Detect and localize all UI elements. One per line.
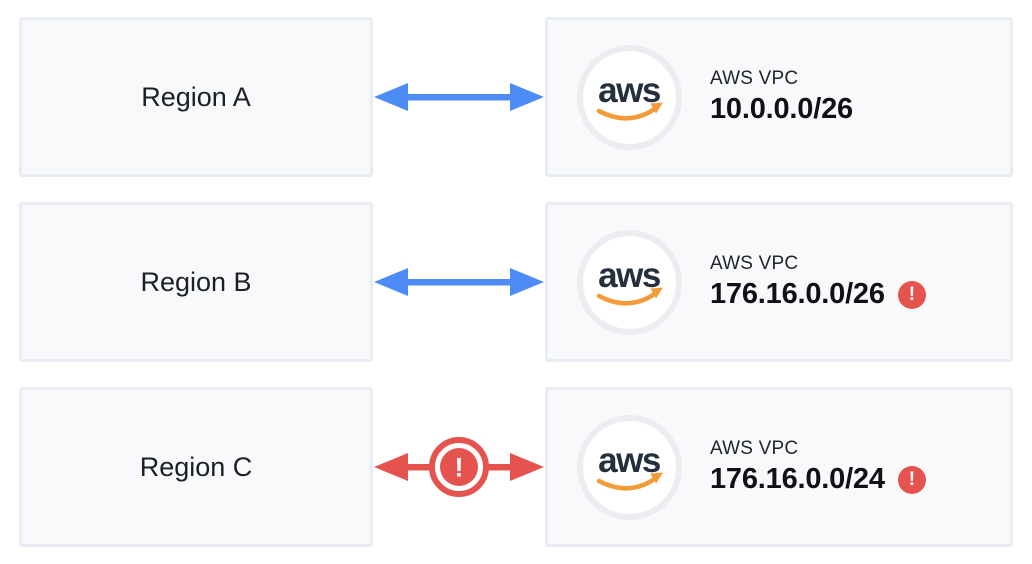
vpc-b-title: AWS VPC bbox=[710, 253, 799, 274]
vpc-a-cidr: 10.0.0.0/26 bbox=[710, 93, 853, 125]
vpc-c-title: AWS VPC bbox=[710, 438, 799, 459]
cidr-warning-icon: ! bbox=[897, 465, 926, 494]
aws-logo-icon: aws bbox=[577, 414, 682, 520]
peering-link-a bbox=[373, 17, 545, 177]
double-arrow-icon bbox=[374, 268, 544, 296]
vpc-b-text: AWS VPC 176.16.0.0/26 ! bbox=[710, 253, 926, 311]
peering-link-c-conflict: ! bbox=[373, 387, 545, 547]
region-b-box: Region B bbox=[19, 202, 373, 362]
vpc-b-cidr: 176.16.0.0/26 ! bbox=[710, 278, 926, 311]
row-region-c: Region C ! aws AWS VPC bbox=[19, 387, 1013, 547]
double-arrow-icon bbox=[374, 83, 544, 111]
cidr-warning-icon: ! bbox=[897, 280, 926, 309]
region-a-box: Region A bbox=[19, 17, 373, 177]
aws-logo-icon: aws bbox=[577, 44, 682, 150]
region-c-label: Region C bbox=[139, 451, 253, 482]
peering-link-b bbox=[373, 202, 545, 362]
region-c-box: Region C bbox=[19, 387, 373, 547]
vpc-c-cidr: 176.16.0.0/24 ! bbox=[710, 463, 926, 496]
vpc-c-box: aws AWS VPC 176.16.0.0/24 ! bbox=[545, 387, 1013, 547]
row-region-a: Region A aws AWS VPC 10.0.0.0/26 bbox=[19, 17, 1013, 177]
vpc-b-box: aws AWS VPC 176.16.0.0/26 ! bbox=[545, 202, 1013, 362]
vpc-a-title: AWS VPC bbox=[710, 68, 799, 89]
vpc-a-text: AWS VPC 10.0.0.0/26 bbox=[710, 68, 853, 126]
vpc-a-box: aws AWS VPC 10.0.0.0/26 bbox=[545, 17, 1013, 177]
aws-logo-icon: aws bbox=[577, 229, 682, 335]
vpc-c-text: AWS VPC 176.16.0.0/24 ! bbox=[710, 438, 926, 496]
svg-text:!: ! bbox=[455, 453, 464, 483]
row-region-b: Region B aws AWS VPC 176.16.0.0/26 bbox=[19, 202, 1013, 362]
conflict-arrow-warning-icon: ! bbox=[374, 437, 544, 497]
region-a-label: Region A bbox=[141, 81, 251, 112]
region-b-label: Region B bbox=[140, 266, 252, 297]
